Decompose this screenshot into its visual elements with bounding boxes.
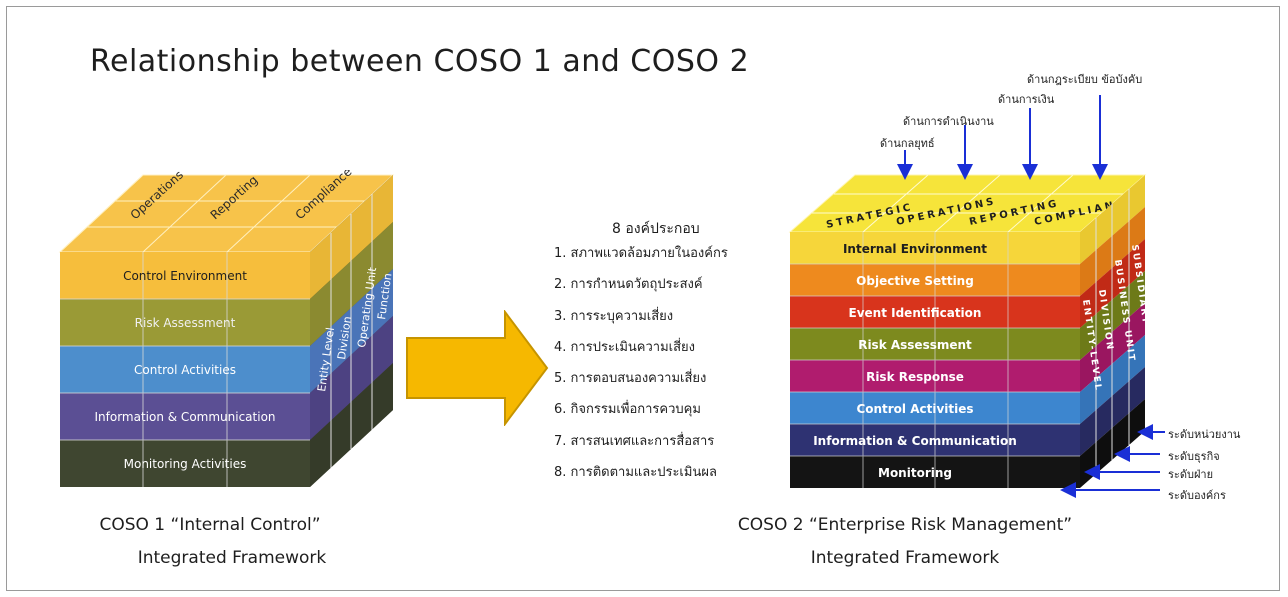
label-operations-thai: ด้านการดำเนินงาน — [903, 115, 994, 128]
label-financial-thai: ด้านการเงิน — [998, 93, 1055, 106]
coso1-layer-monitoring — [60, 440, 310, 487]
coso2-layer-label: Risk Assessment — [858, 338, 972, 352]
coso2-cube: STRATEGIC OPERATIONS REPORTING COMPLIANC… — [788, 174, 1150, 488]
coso1-layer-label: Monitoring Activities — [124, 457, 247, 471]
component-item: 3. การระบุความเสี่ยง — [554, 308, 674, 324]
coso2-layer-label: Risk Response — [866, 370, 964, 384]
coso1-layer-information-communication — [60, 393, 310, 440]
coso1-layer-label: Control Environment — [123, 269, 247, 283]
label-division-level-thai: ระดับฝ่าย — [1168, 468, 1214, 481]
coso2-caption-line2: Integrated Framework — [810, 548, 1000, 568]
components-title: 8 องค์ประกอบ — [612, 221, 700, 237]
coso2-layer-label: Information & Communication — [813, 434, 1017, 448]
label-compliance-thai: ด้านกฎระเบียบ ข้อบังคับ — [1027, 73, 1143, 86]
label-strategic-thai: ด้านกลยุทธ์ — [880, 137, 935, 150]
coso1-layer-label: Risk Assessment — [135, 316, 236, 330]
coso2-layer-label: Objective Setting — [856, 274, 974, 288]
component-item: 5. การตอบสนองความเสี่ยง — [554, 371, 707, 387]
transition-arrow — [406, 310, 549, 426]
component-item: 4. การประเมินความเสี่ยง — [554, 339, 696, 355]
coso1-layer-label: Information & Communication — [94, 410, 275, 424]
coso1-side-label-division: Division — [335, 315, 354, 360]
component-item: 2. การกำหนดวัตถุประสงค์ — [554, 277, 703, 293]
coso1-layer-control-activities — [60, 346, 310, 393]
coso2-layer-label: Control Activities — [856, 402, 973, 416]
coso1-caption-line1: COSO 1 “Internal Control” — [99, 515, 321, 535]
components-list: 1. สภาพแวดล้อมภายในองค์กร 2. การกำหนดวัต… — [554, 244, 728, 494]
coso2-layer-label: Internal Environment — [843, 242, 987, 256]
coso2-layer-label: Monitoring — [878, 466, 952, 480]
label-unit-level-thai: ระดับหน่วยงาน — [1168, 428, 1241, 441]
coso1-layer-risk-assessment — [60, 299, 310, 346]
coso1-cube: Operations Reporting Compliance Entity L… — [58, 170, 394, 487]
coso2-layer-label: Event Identification — [849, 306, 982, 320]
label-business-level-thai: ระดับธุรกิจ — [1168, 450, 1220, 463]
coso1-layer-control-environment — [60, 252, 310, 299]
component-item: 7. สารสนเทศและการสื่อสาร — [554, 433, 715, 449]
coso1-side-label-function: Function — [375, 272, 394, 320]
coso1-layer-label: Control Activities — [134, 363, 236, 377]
component-item: 8. การติดตามและประเมินผล — [554, 465, 717, 481]
component-item: 1. สภาพแวดล้อมภายในองค์กร — [554, 246, 728, 261]
coso1-caption-line2: Integrated Framework — [137, 548, 327, 568]
page-title: Relationship between COSO 1 and COSO 2 — [90, 44, 750, 79]
coso2-caption-line1: COSO 2 “Enterprise Risk Management” — [737, 515, 1073, 535]
label-entity-level-thai: ระดับองค์กร — [1168, 489, 1226, 502]
component-item: 6. กิจกรรมเพื่อการควบคุม — [554, 402, 701, 418]
